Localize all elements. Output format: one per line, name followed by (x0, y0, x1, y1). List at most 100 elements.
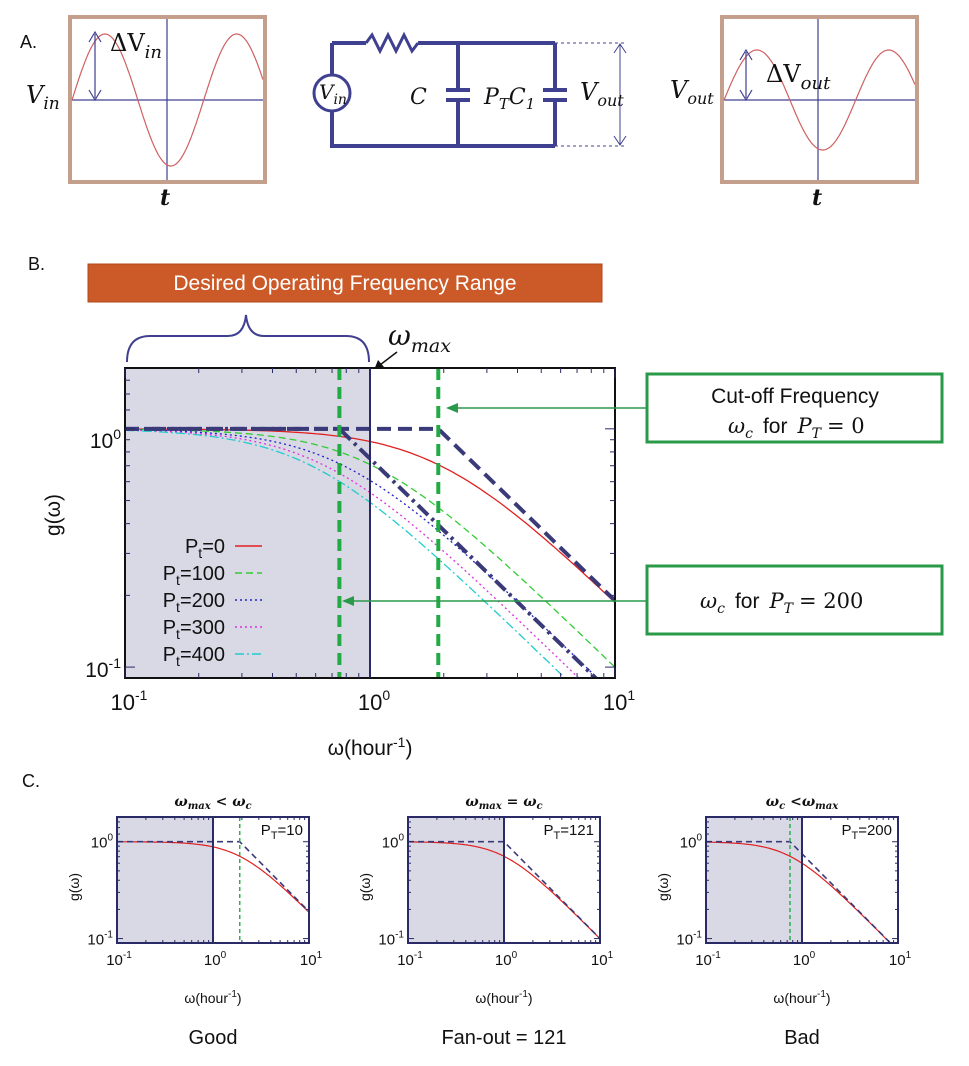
cutoff-callout-pt200-arrowhead (342, 596, 354, 606)
output-x-label: t (812, 185, 822, 211)
comparison-plot-1-caption: Good (189, 1027, 238, 1049)
source-label: Vin (319, 80, 347, 108)
panel-b: B. Desired Operating Frequency Range ωma… (28, 254, 944, 760)
legend-label-2: Pt=200 (163, 590, 225, 615)
input-delta-label: ΔVin (110, 29, 162, 63)
operating-range-banner (87, 263, 603, 303)
comparison-plot-2-title: ωmax = ωc (465, 794, 542, 812)
input-y-label: Vin (26, 81, 60, 114)
vout-indicator (555, 42, 627, 147)
main-curve-pt-200 (125, 429, 599, 678)
input-x-label: t (160, 185, 170, 211)
comparison-plot-2-x-tick-1e0: 100 (495, 950, 518, 969)
cutoff-callout-pt200-box (645, 564, 944, 636)
input-amplitude-arrowhead-bottom (88, 89, 102, 102)
cplot2-ticks (407, 817, 601, 943)
omega-max-label: ωmax (388, 319, 451, 357)
comparison-plot-1-x-tick-1e-1: 10-1 (106, 950, 132, 969)
panel-c-label: C. (22, 771, 40, 791)
vout-arrowheads (613, 43, 627, 146)
legend-label-4: Pt=400 (163, 644, 225, 669)
comparison-plot-1-title: ωmax < ωc (174, 794, 251, 812)
input-sine-wave (71, 33, 264, 167)
range-brace (126, 314, 370, 363)
main-x-tick-label-1e-1: 10-1 (111, 687, 148, 715)
comparison-plot-1-y-label: g(ω) (66, 873, 82, 901)
panel-a: A. ΔVin Vin t Vin C PTC1 (20, 15, 919, 211)
circuit-bottom-wire (330, 111, 555, 148)
cplot3-operating-range-shade (706, 817, 802, 943)
comparison-plot-3-x-tick-1e1: 101 (889, 950, 912, 969)
operating-range-banner-text: Desired Operating Frequency Range (173, 272, 516, 295)
comparison-plot-2-y-tick-1e0: 100 (382, 833, 405, 852)
comparison-plot-3-y-tick-1e-1: 10-1 (676, 930, 702, 949)
comparison-plot-2-y-label: g(ω) (357, 873, 373, 901)
cplot3-ticks (705, 817, 899, 943)
comparison-plot-3-title: ωc <ωmax (766, 794, 839, 812)
capacitor-ptc1-label: PTC1 (483, 85, 535, 113)
output-delta-label: ΔVout (766, 60, 831, 94)
output-amplitude-arrowhead-top (739, 48, 753, 61)
main-gain-plot: 100 10-1 10-1 100 101 Pt=0Pt=100Pt=200Pt=300P… (85, 367, 635, 715)
main-y-axis-label: g(ω) (42, 494, 65, 536)
comparison-plot-2-x-tick-1e1: 101 (591, 950, 614, 969)
main-operating-range-shade (125, 368, 370, 678)
input-waveform-plot: ΔVin Vin t (26, 15, 267, 211)
comparison-plot-3-y-tick-1e0: 100 (680, 833, 703, 852)
comparison-plot-1-x-label: ω(hour-1) (184, 989, 241, 1006)
capacitor-c-symbol (446, 43, 470, 146)
capacitor-c-label: C (410, 85, 427, 110)
main-x-tick-label-1e1: 101 (603, 687, 635, 715)
comparison-plot-2-x-label: ω(hour-1) (475, 989, 532, 1006)
resistor-symbol (364, 31, 420, 55)
cplot2-operating-range-shade (408, 817, 504, 943)
main-x-tick-label-1e0: 100 (358, 687, 390, 715)
comparison-plot-3-x-label: ω(hour-1) (773, 989, 830, 1006)
cplot1-ticks (116, 817, 310, 943)
rc-circuit (312, 31, 567, 148)
legend-label-0: Pt=0 (185, 536, 225, 561)
cplot1-operating-range-shade (117, 817, 213, 943)
capacitor-ptc1-symbol (543, 43, 567, 146)
cutoff-callout-pt0-title: Cut-off Frequency (711, 385, 879, 408)
output-sine-wave (723, 49, 916, 151)
comparison-plot-1-pt-label: PT=10 (261, 822, 303, 842)
comparison-plot-2-y-tick-1e-1: 10-1 (378, 930, 404, 949)
comparison-plot-1-x-tick-1e0: 100 (204, 950, 227, 969)
main-y-tick-label-1e0: 100 (90, 426, 121, 453)
cutoff-callout-pt0-box (645, 372, 944, 444)
comparison-plot-1: ωmax < ωc PT=10 g(ω) 100 10-110-1 100 101 ω(hou… (66, 794, 323, 1049)
comparison-plot-2-pt-label: PT=121 (543, 822, 594, 842)
main-curve-pt-300 (125, 429, 580, 678)
panel-a-label: A. (20, 32, 37, 52)
main-curve-pt-100 (125, 428, 615, 668)
comparison-plot-1-y-tick-1e-1: 10-1 (87, 930, 113, 949)
cutoff-callout-pt0-arrowhead (446, 403, 458, 413)
output-amplitude-arrowhead-bottom (739, 89, 753, 102)
comparison-plot-2-x-tick-1e-1: 10-1 (397, 950, 423, 969)
comparison-plot-1-y-tick-1e0: 100 (91, 833, 114, 852)
legend-label-1: Pt=100 (163, 563, 225, 588)
comparison-plot-3-x-tick-1e0: 100 (793, 950, 816, 969)
output-waveform-plot: ΔVout Vout t (670, 15, 919, 211)
main-y-tick-label-1e-1: 10-1 (85, 655, 121, 682)
main-asymptote-1 (125, 426, 599, 678)
panel-b-label: B. (28, 254, 45, 274)
comparison-plot-3-x-tick-1e-1: 10-1 (695, 950, 721, 969)
main-x-axis-label: ω(hour-1) (328, 734, 413, 760)
legend-label-3: Pt=300 (163, 617, 225, 642)
comparison-plot-2-caption: Fan-out = 121 (441, 1027, 566, 1049)
comparison-plot-3-caption: Bad (784, 1027, 820, 1049)
comparison-plot-3-y-label: g(ω) (655, 873, 671, 901)
main-ticks (124, 368, 616, 678)
comparison-plot-1-x-tick-1e1: 101 (300, 950, 323, 969)
